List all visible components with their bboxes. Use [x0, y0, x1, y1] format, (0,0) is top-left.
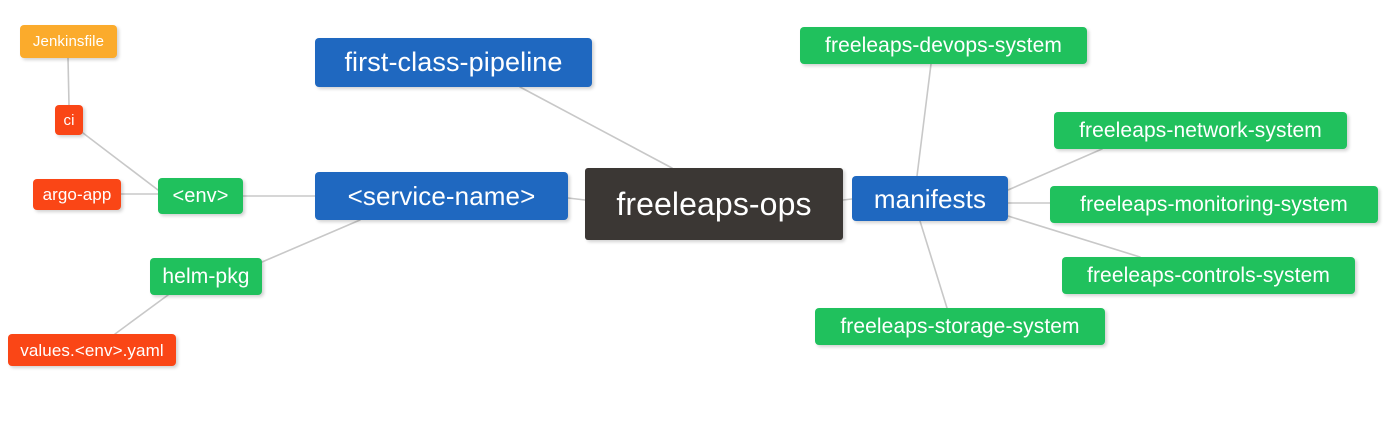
edge-freeleaps-ops-to-manifests: [842, 198, 853, 201]
mindmap-node-helm-pkg[interactable]: helm-pkg: [150, 258, 262, 295]
mindmap-node-values-env-yaml[interactable]: values.<env>.yaml: [8, 334, 176, 366]
mindmap-node-env[interactable]: <env>: [158, 178, 243, 214]
edge-manifests-to-freeleaps-network-system: [1007, 148, 1103, 191]
edge-freeleaps-ops-to-first-class-pipeline: [519, 86, 673, 169]
mindmap-node-freeleaps-network-system[interactable]: freeleaps-network-system: [1054, 112, 1347, 149]
edge-manifests-to-freeleaps-storage-system: [919, 220, 948, 309]
edge-ci-to-jenkinsfile: [67, 57, 70, 106]
mindmap-node-freeleaps-ops[interactable]: freeleaps-ops: [585, 168, 843, 240]
mindmap-node-jenkinsfile[interactable]: Jenkinsfile: [20, 25, 117, 58]
edge-freeleaps-ops-to-service-name: [567, 197, 586, 201]
edge-helm-pkg-to-values-env-yaml: [114, 294, 169, 335]
mindmap-node-ci[interactable]: ci: [55, 105, 83, 135]
edge-service-name-to-helm-pkg: [261, 219, 361, 263]
mindmap-node-freeleaps-monitoring-system[interactable]: freeleaps-monitoring-system: [1050, 186, 1378, 223]
mindmap-node-argo-app[interactable]: argo-app: [33, 179, 121, 210]
mindmap-node-freeleaps-controls-system[interactable]: freeleaps-controls-system: [1062, 257, 1355, 294]
edge-manifests-to-freeleaps-devops-system: [916, 63, 932, 177]
mindmap-node-manifests[interactable]: manifests: [852, 176, 1008, 221]
mindmap-node-service-name[interactable]: <service-name>: [315, 172, 568, 220]
mindmap-node-freeleaps-devops-system[interactable]: freeleaps-devops-system: [800, 27, 1087, 64]
mindmap-node-freeleaps-storage-system[interactable]: freeleaps-storage-system: [815, 308, 1105, 345]
mindmap-node-first-class-pipeline[interactable]: first-class-pipeline: [315, 38, 592, 87]
